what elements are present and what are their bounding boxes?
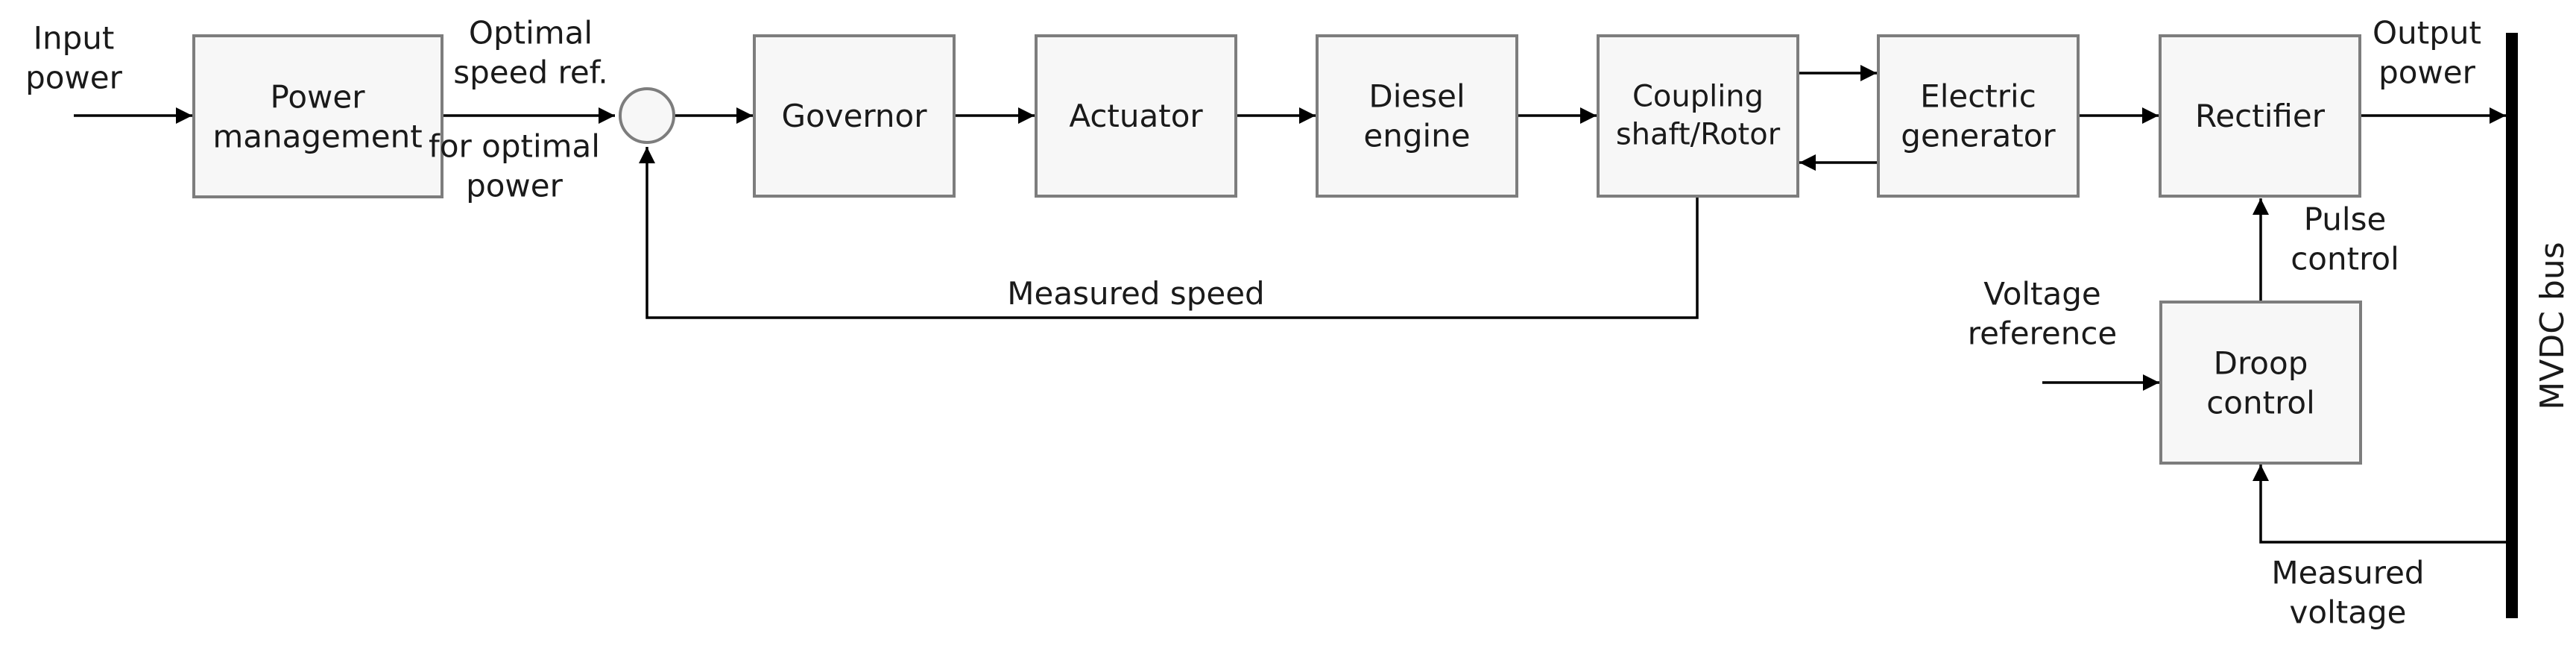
droop-control-label-line-1: Droop bbox=[2214, 345, 2308, 381]
measured-voltage-label-line-1: Measured bbox=[2271, 554, 2424, 591]
for-optimal-power-label-line-2: power bbox=[466, 167, 564, 204]
droop-control-label-line-2: control bbox=[2206, 384, 2315, 421]
pulse-control-label-line-1: Pulse bbox=[2304, 201, 2387, 237]
rectifier-label: Rectifier bbox=[2195, 98, 2326, 134]
voltage-reference-label-line-2: reference bbox=[1968, 315, 2118, 351]
rectifier-label-line-1: Rectifier bbox=[2195, 98, 2326, 134]
measured-voltage-feedback bbox=[2253, 465, 2506, 544]
electric-generator-label-line-2: generator bbox=[1901, 117, 2056, 154]
measured-speed-label: Measured speed bbox=[1007, 275, 1264, 312]
power-management-label-line-1: Power bbox=[271, 78, 366, 115]
governor-label-line-1: Governor bbox=[781, 98, 927, 134]
actuator-block: Actuator bbox=[1035, 34, 1237, 198]
mvdc-bus-label: MVDC bus bbox=[2534, 242, 2572, 409]
coupling-shaft-label-line-2: shaft/Rotor bbox=[1616, 117, 1781, 151]
measured-speed-feedback bbox=[639, 147, 1699, 319]
voltage-reference-label-line-1: Voltage bbox=[1983, 275, 2101, 312]
output-power-label-line-1: Output bbox=[2373, 14, 2481, 51]
coupling-shaft-label-line-1: Coupling bbox=[1632, 80, 1764, 114]
mvdc-bus-bar bbox=[2506, 33, 2518, 618]
actuator-label: Actuator bbox=[1069, 98, 1203, 134]
diesel-engine-label-line-1: Diesel bbox=[1368, 78, 1465, 114]
summing-junction bbox=[619, 87, 675, 144]
mvdc-bus-label-line-1: MVDC bus bbox=[2534, 242, 2572, 409]
rectifier-block: Rectifier bbox=[2159, 34, 2361, 198]
input-power-label-line-2: power bbox=[25, 59, 123, 95]
diesel-engine-label-line-2: engine bbox=[1363, 117, 1470, 154]
governor-label: Governor bbox=[781, 98, 927, 134]
optimal-speed-ref-label-line-2: speed ref. bbox=[453, 54, 608, 90]
optimal-speed-ref-label-line-1: Optimal bbox=[469, 14, 593, 51]
input-power-label-line-1: Input bbox=[34, 19, 115, 56]
governor-block: Governor bbox=[753, 34, 956, 198]
for-optimal-power-label-line-1: for optimal bbox=[429, 128, 600, 164]
output-power-label-line-2: power bbox=[2378, 54, 2476, 90]
electric-generator-label-line-1: Electric bbox=[1920, 78, 2036, 114]
measured-voltage-label-line-2: voltage bbox=[2290, 594, 2407, 630]
actuator-label-line-1: Actuator bbox=[1069, 98, 1203, 134]
measured-speed-label-line-1: Measured speed bbox=[1007, 275, 1264, 312]
power-management-label-line-2: management bbox=[212, 118, 422, 154]
pulse-control-label-line-2: control bbox=[2291, 240, 2399, 277]
connections bbox=[74, 65, 2506, 544]
